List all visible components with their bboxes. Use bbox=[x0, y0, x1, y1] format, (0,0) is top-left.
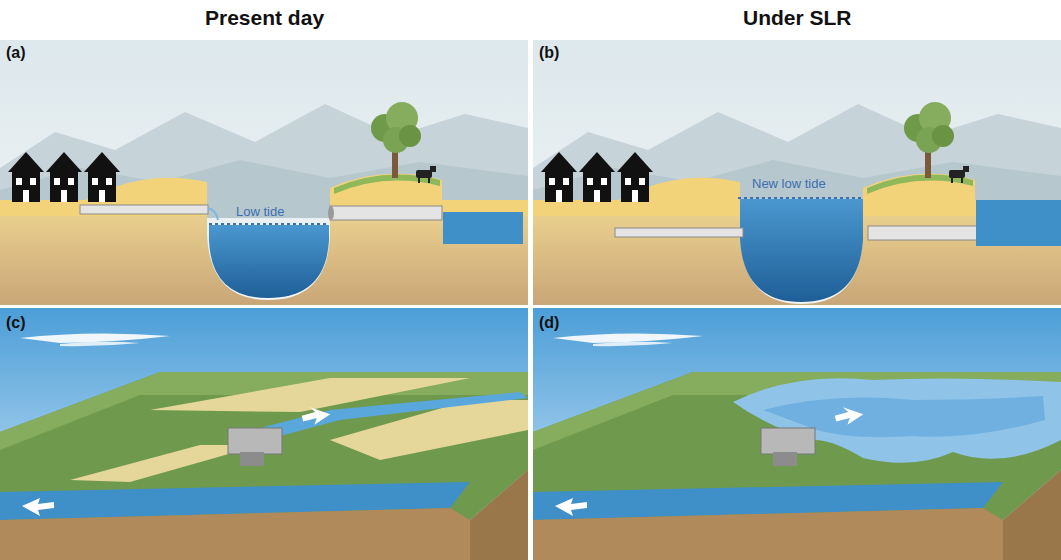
water-level-label: New low tide bbox=[752, 177, 826, 192]
panel-a-art bbox=[0, 40, 528, 305]
panel-c-art bbox=[0, 308, 528, 560]
column-heading: Under SLR bbox=[743, 6, 852, 30]
panel-label: (a) bbox=[6, 44, 26, 62]
water-level-label: Low tide bbox=[236, 205, 284, 220]
panel-label: (b) bbox=[539, 44, 559, 62]
panel-b-art bbox=[533, 40, 1061, 305]
panel-label: (d) bbox=[539, 314, 559, 332]
panel-d-art bbox=[533, 308, 1061, 560]
panel-label: (c) bbox=[6, 314, 26, 332]
column-heading: Present day bbox=[205, 6, 324, 30]
